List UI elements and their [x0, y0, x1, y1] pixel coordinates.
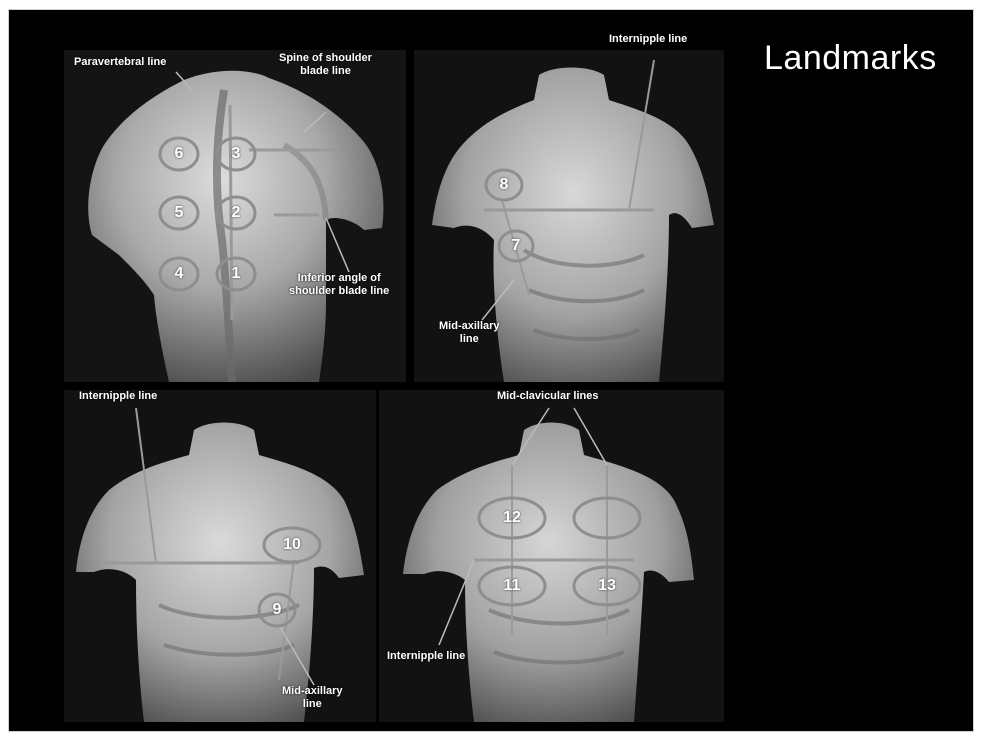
paravertebral-line-label: Paravertebral line [74, 56, 166, 69]
side-view-panel: 8 7 Internipple line Mid-axillary line [414, 50, 724, 382]
landmark-13: 13 [587, 571, 627, 601]
landmark-8: 8 [484, 170, 524, 200]
landmark-3: 3 [216, 139, 256, 169]
mid-axillary-line-label-top: Mid-axillary line [439, 320, 500, 346]
back-view-panel: 6 3 5 2 4 1 Paravertebral line Spine of … [64, 50, 406, 382]
landmark-12: 12 [492, 503, 532, 533]
landmark-6: 6 [159, 139, 199, 169]
internipple-line-label-bottom-right: Internipple line [387, 650, 465, 663]
landmark-2: 2 [216, 198, 256, 228]
front-left-view-panel: 10 9 Internipple line Mid-axillary line [64, 390, 376, 722]
landmark-5: 5 [159, 198, 199, 228]
mid-axillary-line-label-bottom: Mid-axillary line [282, 685, 343, 711]
internipple-line-label-bottom-left: Internipple line [79, 390, 157, 403]
slide-title: Landmarks [764, 39, 937, 78]
internipple-line-label-top: Internipple line [609, 33, 687, 46]
landmark-1: 1 [216, 259, 256, 289]
spine-of-shoulder-blade-label: Spine of shoulder blade line [279, 52, 372, 78]
front-view-panel: 12 11 13 Mid-clavicular lines Internippl… [379, 390, 724, 722]
front-torso-image [379, 390, 724, 722]
slide: Landmarks [8, 9, 974, 732]
mid-clavicular-lines-label: Mid-clavicular lines [497, 390, 598, 403]
landmark-4: 4 [159, 259, 199, 289]
landmark-11: 11 [492, 571, 532, 601]
front-left-torso-image [64, 390, 376, 722]
landmark-7: 7 [496, 231, 536, 261]
inferior-angle-label: Inferior angle of shoulder blade line [289, 272, 389, 298]
landmark-9: 9 [257, 595, 297, 625]
landmark-10: 10 [272, 530, 312, 560]
